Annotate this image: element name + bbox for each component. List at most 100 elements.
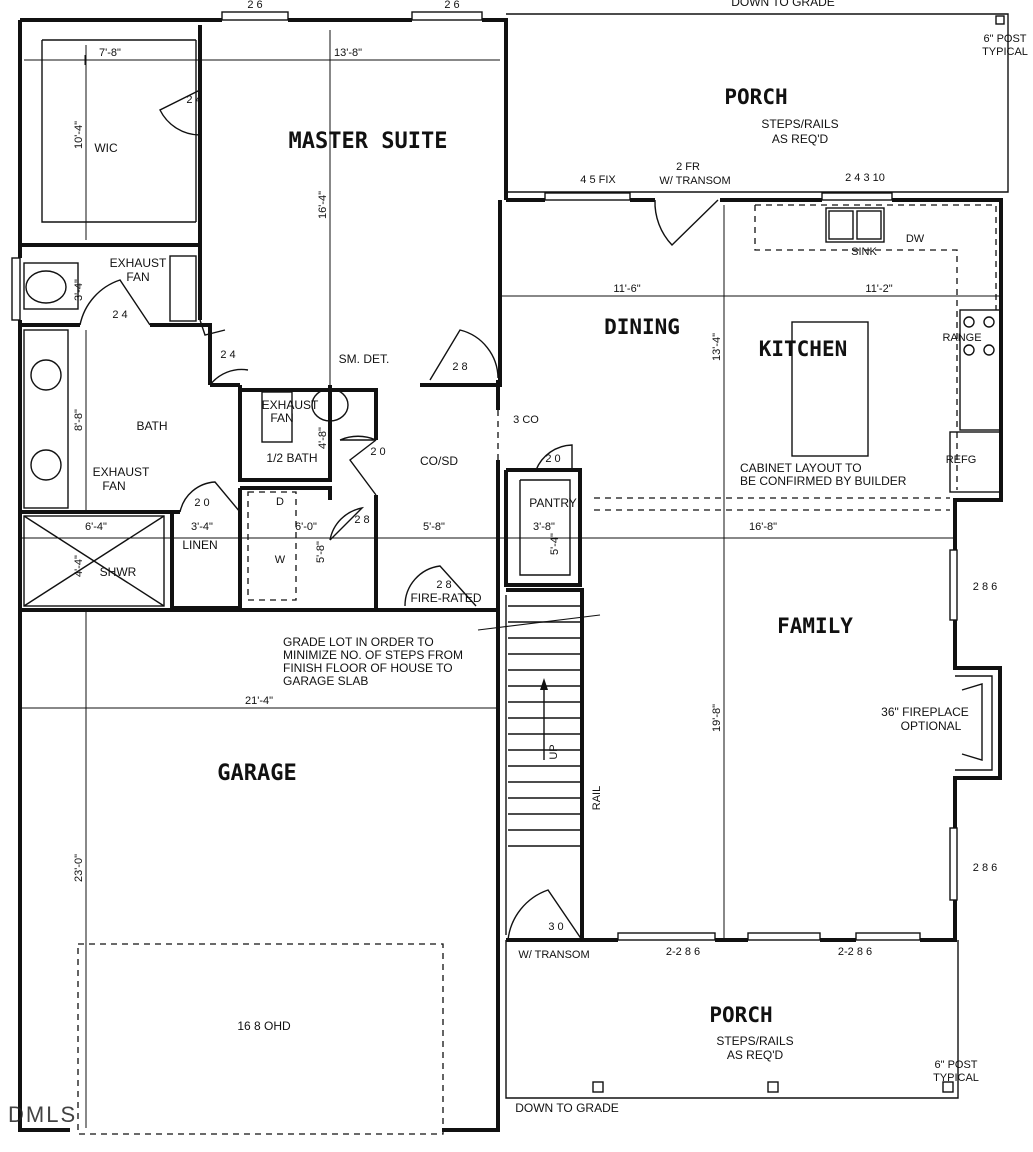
- dim-family-depth: 19'-8": [711, 704, 723, 732]
- dim-hall-depth: 5'-8": [315, 541, 327, 563]
- grade-note-1: GRADE LOT IN ORDER TO: [283, 635, 434, 649]
- dim-wic-depth: 10'-4": [73, 121, 85, 149]
- post-top-1: 6" POST: [983, 33, 1026, 45]
- post-top-2: TYPICAL: [982, 46, 1028, 58]
- shower: [23, 515, 165, 607]
- up-label: UP: [548, 744, 560, 759]
- dim-linen-width: 3'-4": [191, 521, 213, 533]
- washer-label: W: [275, 554, 286, 566]
- room-co-sd: CO/SD: [420, 454, 458, 468]
- porch-bottom-note-2: AS REQ'D: [727, 1048, 784, 1062]
- dim-garage-depth: 23'-0": [73, 854, 85, 882]
- notes: DOWN TO GRADE 6" POST TYPICAL EXHAUST FA…: [93, 0, 1028, 1115]
- exhaust-fan-2a: EXHAUST: [262, 398, 319, 412]
- room-wic: WIC: [94, 141, 118, 155]
- sm-det: SM. DET.: [339, 352, 390, 366]
- door-fr-label-2: W/ TRANSOM: [659, 175, 730, 187]
- refg-label: REFG: [946, 454, 977, 466]
- dim-pantry-width: 3'-8": [533, 521, 555, 533]
- cabinet-note-1: CABINET LAYOUT TO: [740, 461, 862, 475]
- fireplace-note-2: OPTIONAL: [901, 719, 962, 733]
- dim-kitchen-depth: 13'-4": [711, 333, 723, 361]
- dim-kitchen-width: 11'-2": [865, 283, 892, 295]
- down-to-grade-top: DOWN TO GRADE: [731, 0, 835, 9]
- window-family-1-label: 2 8 6: [973, 581, 997, 593]
- room-dining: DINING: [604, 315, 680, 339]
- dim-garage-width: 21'-4": [245, 695, 273, 707]
- door-front: 3 0: [548, 921, 563, 933]
- door-labels: 2 4 2 4 2 4 2 8 3 CO 2 0 2 0 2 0 2 8 2 8…: [112, 94, 563, 933]
- room-garage: GARAGE: [217, 761, 296, 786]
- dim-wc-depth: 3'-4": [73, 279, 85, 301]
- post-bottom-2: TYPICAL: [933, 1072, 979, 1084]
- exhaust-fan-1b: FAN: [126, 270, 149, 284]
- dim-shwr-depth: 4'-4": [73, 555, 85, 577]
- grade-note-2: MINIMIZE NO. OF STEPS FROM: [283, 648, 463, 662]
- room-half-bath: 1/2 BATH: [266, 451, 317, 465]
- grade-note-3: FINISH FLOOR OF HOUSE TO: [283, 661, 453, 675]
- porch-top-note-2: AS REQ'D: [772, 132, 829, 146]
- room-linen: LINEN: [182, 538, 217, 552]
- rail-label: RAIL: [591, 786, 603, 810]
- window-family-2-label: 2 8 6: [973, 862, 997, 874]
- door-co: 3 CO: [513, 414, 539, 426]
- exhaust-fan-2b: FAN: [270, 411, 293, 425]
- garage-door-label: 16 8 OHD: [237, 1019, 291, 1033]
- dmls-watermark: DMLS: [8, 1102, 77, 1127]
- door-wic: 2 4: [186, 94, 201, 106]
- door-swings: [79, 89, 719, 941]
- stair-arrow: [540, 678, 548, 760]
- door-linen: 2 0: [194, 497, 209, 509]
- fireplace-note-1: 36" FIREPLACE: [881, 705, 969, 719]
- room-pantry: PANTRY: [529, 496, 577, 510]
- dim-bath-width: 6'-4": [85, 521, 107, 533]
- door-hall: 2 8: [354, 514, 369, 526]
- room-porch-top: PORCH: [724, 85, 787, 109]
- dim-pantry-depth: 5'-4": [549, 533, 561, 555]
- window-top-1-label: 2 6: [247, 0, 262, 11]
- dim-bath-depth: 8'-8": [73, 409, 85, 431]
- dimension-lines: [20, 30, 1000, 1128]
- room-kitchen: KITCHEN: [759, 337, 848, 361]
- room-porch-bottom: PORCH: [709, 1003, 772, 1027]
- door-fire: 2 8: [436, 579, 451, 591]
- wic-shelves: [41, 39, 197, 223]
- room-master-suite: MASTER SUITE: [289, 129, 448, 154]
- room-family: FAMILY: [777, 614, 853, 638]
- door-fr-label-1: 2 FR: [676, 161, 700, 173]
- dim-dining-width: 11'-6": [613, 283, 640, 295]
- post-bottom-1: 6" POST: [934, 1059, 977, 1071]
- kitchen-cabinets: [594, 204, 1001, 511]
- window-fix-label: 4 5 FIX: [580, 174, 616, 186]
- fire-rated-label: FIRE-RATED: [410, 591, 481, 605]
- porch-top-note-1: STEPS/RAILS: [761, 117, 838, 131]
- porch-bottom-note-1: STEPS/RAILS: [716, 1034, 793, 1048]
- door-master-bath: 2 4: [220, 349, 235, 361]
- door-bath: 2 4: [112, 309, 127, 321]
- room-labels: MASTER SUITE PORCH STEPS/RAILS AS REQ'D …: [94, 85, 853, 1062]
- range-label: RANGE: [942, 332, 981, 344]
- door-master-entry: 2 8: [452, 361, 467, 373]
- porch-posts: [592, 15, 1005, 1093]
- dryer-label: D: [276, 496, 284, 508]
- dw-label: DW: [906, 233, 925, 245]
- window-kitchen-label: 2 4 3 10: [845, 172, 885, 184]
- w-transom-bottom: W/ TRANSOM: [518, 949, 589, 961]
- dim-master-depth: 16'-4": [317, 191, 329, 219]
- dim-half-bath-depth: 4'-8": [317, 427, 329, 449]
- dimension-labels: 7'-8" 13'-8" 10'-4" 16'-4" 11'-6" 11'-2"…: [73, 47, 893, 882]
- room-shwr: SHWR: [100, 565, 137, 579]
- dim-wic-width: 7'-8": [99, 47, 121, 59]
- sink-label: SINK: [851, 246, 877, 258]
- window-top-2-label: 2 6: [444, 0, 459, 11]
- room-bath: BATH: [136, 419, 167, 433]
- exhaust-fan-1a: EXHAUST: [110, 256, 167, 270]
- window-front-1-label: 2-2 8 6: [666, 946, 700, 958]
- door-half-bath: 2 0: [370, 446, 385, 458]
- dim-hall-width: 6'-0": [295, 521, 317, 533]
- dim-master-width: 13'-8": [334, 47, 362, 59]
- dim-family-width: 16'-8": [749, 521, 777, 533]
- walls: [11, 11, 1009, 1135]
- bath-fixtures: [23, 255, 349, 601]
